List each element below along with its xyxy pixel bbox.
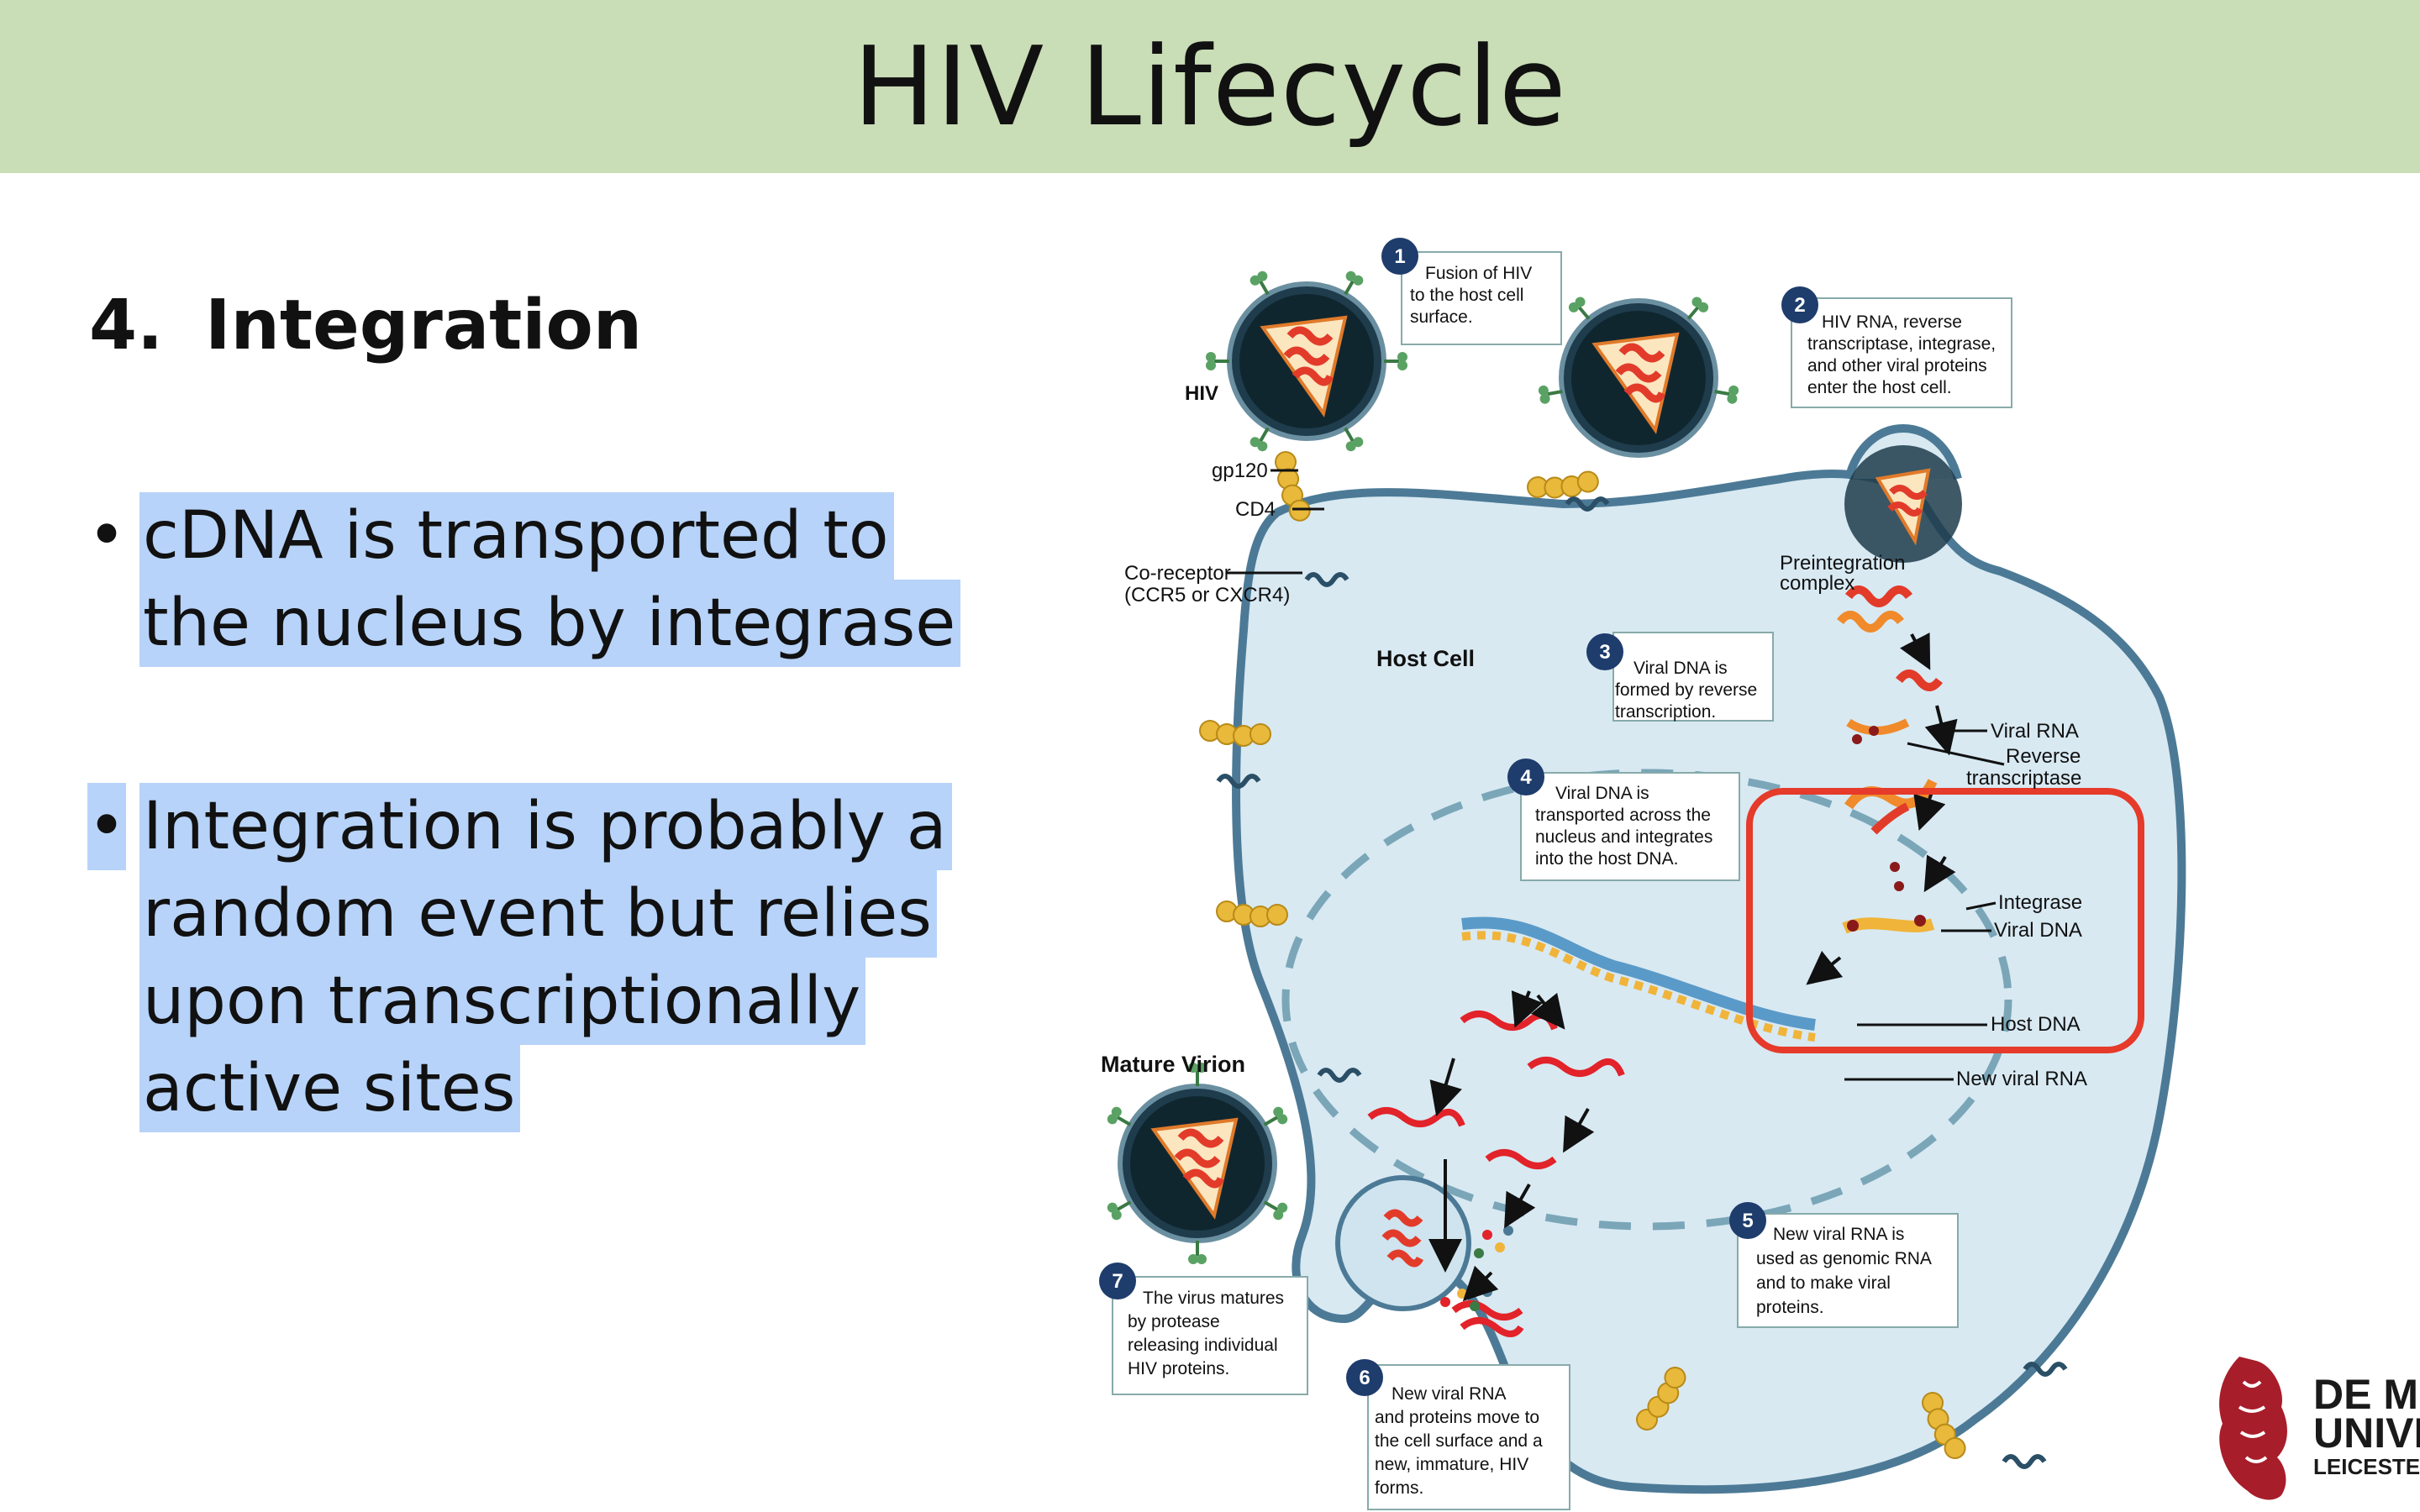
svg-text:used as genomic RNA: used as genomic RNA	[1756, 1249, 1932, 1268]
svg-text:HIV proteins.: HIV proteins.	[1128, 1359, 1229, 1378]
section-title: Integration	[205, 286, 643, 365]
label-transcriptase: transcriptase	[1966, 767, 2081, 790]
svg-text:nucleus and integrates: nucleus and integrates	[1535, 827, 1712, 847]
title-bar	[0, 0, 2420, 173]
label-complex: complex	[1780, 572, 1854, 595]
hiv-entering-cell	[1844, 445, 1962, 563]
step-1: 1 Fusion of HIV to the host cell surface…	[1381, 238, 1562, 345]
svg-text:surface.: surface.	[1410, 307, 1473, 327]
integration-highlight-box	[1746, 788, 2144, 1053]
label-integrase: Integrase	[1998, 891, 2082, 914]
university-logo: DE MONTFORT UNIVERSITY LEICESTER	[2219, 1357, 2420, 1500]
step-2: 2 HIV RNA, reverse transcriptase, integr…	[1781, 286, 2012, 408]
bullet-2-line-4: active sites	[139, 1045, 521, 1132]
bullet-2-line-3: upon transcriptionally	[139, 958, 866, 1045]
label-hiv: HIV	[1185, 382, 1218, 405]
budding-virion	[1335, 1175, 1471, 1311]
bullet-2-line-2: random event but relies	[139, 870, 937, 958]
svg-text:4: 4	[1520, 766, 1532, 789]
svg-text:2: 2	[1794, 294, 1805, 317]
svg-text:and to make viral: and to make viral	[1756, 1273, 1891, 1293]
label-new-viral-rna: New viral RNA	[1956, 1068, 2087, 1090]
svg-text:1: 1	[1394, 245, 1405, 268]
svg-text:6: 6	[1359, 1367, 1370, 1389]
step-7: 7 The virus matures by protease releasin…	[1099, 1263, 1308, 1395]
host-cell	[1232, 470, 2186, 1494]
svg-text:Viral DNA is: Viral DNA is	[1634, 659, 1728, 678]
svg-text:the cell surface and a: the cell surface and a	[1375, 1431, 1543, 1451]
svg-text:formed by reverse: formed by reverse	[1615, 680, 1757, 700]
bullet-2-line-1: Integration is probably a	[139, 783, 952, 870]
diagram-labels: HIV gp120 CD4 Co-receptor (CCR5 or CXCR4…	[1101, 382, 2087, 1090]
svg-text:to the host cell: to the host cell	[1410, 286, 1523, 305]
svg-text:enter the host cell.: enter the host cell.	[1807, 378, 1952, 397]
step-3: 3 Viral DNA is formed by reverse transcr…	[1586, 632, 1774, 722]
label-viral-dna: Viral DNA	[1994, 919, 2082, 942]
hiv-virion-fusing	[1535, 293, 1742, 455]
logo-line-1: DE MONTFORT	[2313, 1371, 2420, 1418]
svg-text:3: 3	[1599, 641, 1610, 664]
logo-line-3: LEICESTER	[2313, 1454, 2420, 1479]
label-gp120: gp120	[1212, 459, 1268, 482]
label-mature-virion: Mature Virion	[1101, 1052, 1245, 1077]
mature-virion	[1103, 1061, 1292, 1266]
svg-text:and other viral proteins: and other viral proteins	[1807, 356, 1987, 375]
svg-text:forms.: forms.	[1375, 1478, 1423, 1498]
svg-text:Viral DNA is: Viral DNA is	[1555, 784, 1649, 803]
svg-text:releasing individual: releasing individual	[1128, 1336, 1278, 1355]
bullet-1-line-1: cDNA is transported to	[139, 492, 894, 580]
svg-text:into the host DNA.: into the host DNA.	[1535, 849, 1678, 869]
svg-text:transcription.: transcription.	[1615, 702, 1716, 722]
process-arrows	[1428, 633, 1958, 1302]
hiv-virion	[1204, 267, 1409, 455]
svg-text:by protease: by protease	[1128, 1312, 1220, 1331]
svg-text:New viral RNA is: New viral RNA is	[1773, 1225, 1904, 1244]
bullet-dot: •	[87, 783, 127, 870]
svg-text:and proteins move to: and proteins move to	[1375, 1408, 1539, 1427]
label-preintegration: Preintegration	[1780, 552, 1905, 575]
label-coreceptor-types: (CCR5 or CXCR4)	[1124, 584, 1290, 606]
label-coreceptor: Co-receptor	[1124, 562, 1231, 585]
svg-text:5: 5	[1742, 1210, 1753, 1232]
step-boxes: 1 Fusion of HIV to the host cell surface…	[1099, 238, 2012, 1510]
svg-text:Fusion of HIV: Fusion of HIV	[1425, 264, 1532, 283]
hiv-lifecycle-diagram: HIV gp120 CD4 Co-receptor (CCR5 or CXCR4…	[1099, 238, 2186, 1510]
bullet-1-line-2: the nucleus by integrase	[139, 580, 961, 667]
svg-text:new, immature, HIV: new, immature, HIV	[1375, 1455, 1528, 1474]
griffin-crest-icon	[2219, 1357, 2287, 1500]
svg-text:The virus matures: The virus matures	[1143, 1289, 1284, 1308]
bullet-dot: •	[87, 498, 127, 574]
label-reverse: Reverse	[2006, 745, 2081, 768]
section-heading: 4. Integration	[89, 286, 642, 365]
svg-text:transported across the: transported across the	[1535, 806, 1711, 825]
slide-title: HIV Lifecycle	[853, 23, 1567, 150]
label-cd4: CD4	[1235, 498, 1276, 521]
step-6: 6 New viral RNA and proteins move to the…	[1346, 1359, 1570, 1510]
label-pointers	[1227, 469, 2005, 1081]
label-viral-rna: Viral RNA	[1991, 720, 2079, 743]
svg-text:HIV RNA, reverse: HIV RNA, reverse	[1822, 312, 1962, 332]
host-dna	[1461, 915, 1935, 1042]
svg-text:New viral RNA: New viral RNA	[1392, 1384, 1507, 1404]
step-4: 4 Viral DNA is transported across the nu…	[1507, 759, 1740, 881]
section-number: 4.	[89, 286, 164, 365]
svg-text:7: 7	[1112, 1270, 1123, 1293]
svg-text:transcriptase, integrase,: transcriptase, integrase,	[1807, 334, 1996, 354]
preintegration-complex	[1837, 585, 1943, 891]
label-host-cell: Host Cell	[1376, 646, 1475, 671]
label-host-dna: Host DNA	[1991, 1013, 2081, 1036]
svg-text:proteins.: proteins.	[1756, 1298, 1824, 1317]
step-5: 5 New viral RNA is used as genomic RNA a…	[1729, 1202, 1959, 1328]
logo-line-2: UNIVERSITY	[2313, 1410, 2420, 1457]
